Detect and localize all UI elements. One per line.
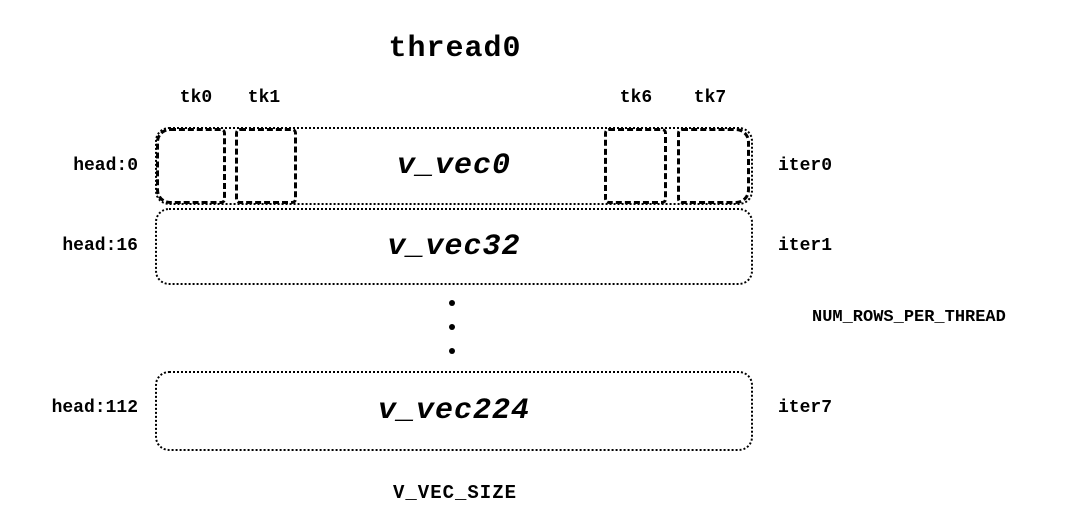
iteration-label-iter0: iter0 — [778, 156, 833, 176]
head-offset-label-row1: head:16 — [62, 236, 138, 256]
vertical-ellipsis-dot — [449, 324, 455, 330]
vector-name-v-vec0: v_vec0 — [396, 149, 512, 183]
tick-label-tk7: tk7 — [693, 88, 727, 108]
thread-chunk-box-tk0 — [156, 128, 226, 204]
vector-row-iter1: v_vec32 — [155, 208, 753, 285]
iteration-label-iter1: iter1 — [778, 236, 833, 256]
vector-row-iter7: v_vec224 — [155, 371, 753, 451]
tick-label-tk0: tk0 — [179, 88, 213, 108]
vector-name-v-vec224: v_vec224 — [377, 394, 531, 428]
tick-label-tk1: tk1 — [247, 88, 281, 108]
tick-label-tk6: tk6 — [619, 88, 653, 108]
num-rows-per-thread-label: NUM_ROWS_PER_THREAD — [812, 308, 1006, 327]
thread-chunk-box-tk1 — [235, 128, 297, 204]
thread-chunk-box-tk7 — [677, 128, 750, 204]
iteration-label-iter7: iter7 — [778, 398, 833, 418]
diagram-title: thread0 — [388, 32, 522, 66]
vector-name-v-vec32: v_vec32 — [387, 229, 521, 264]
head-offset-label-row0: head:0 — [73, 156, 138, 176]
head-offset-label-row2: head:112 — [51, 398, 138, 418]
thread-chunk-box-tk6 — [604, 128, 667, 204]
vertical-ellipsis-dot — [449, 348, 455, 354]
v-vec-size-label: V_VEC_SIZE — [392, 482, 518, 504]
vertical-ellipsis-dot — [449, 300, 455, 306]
